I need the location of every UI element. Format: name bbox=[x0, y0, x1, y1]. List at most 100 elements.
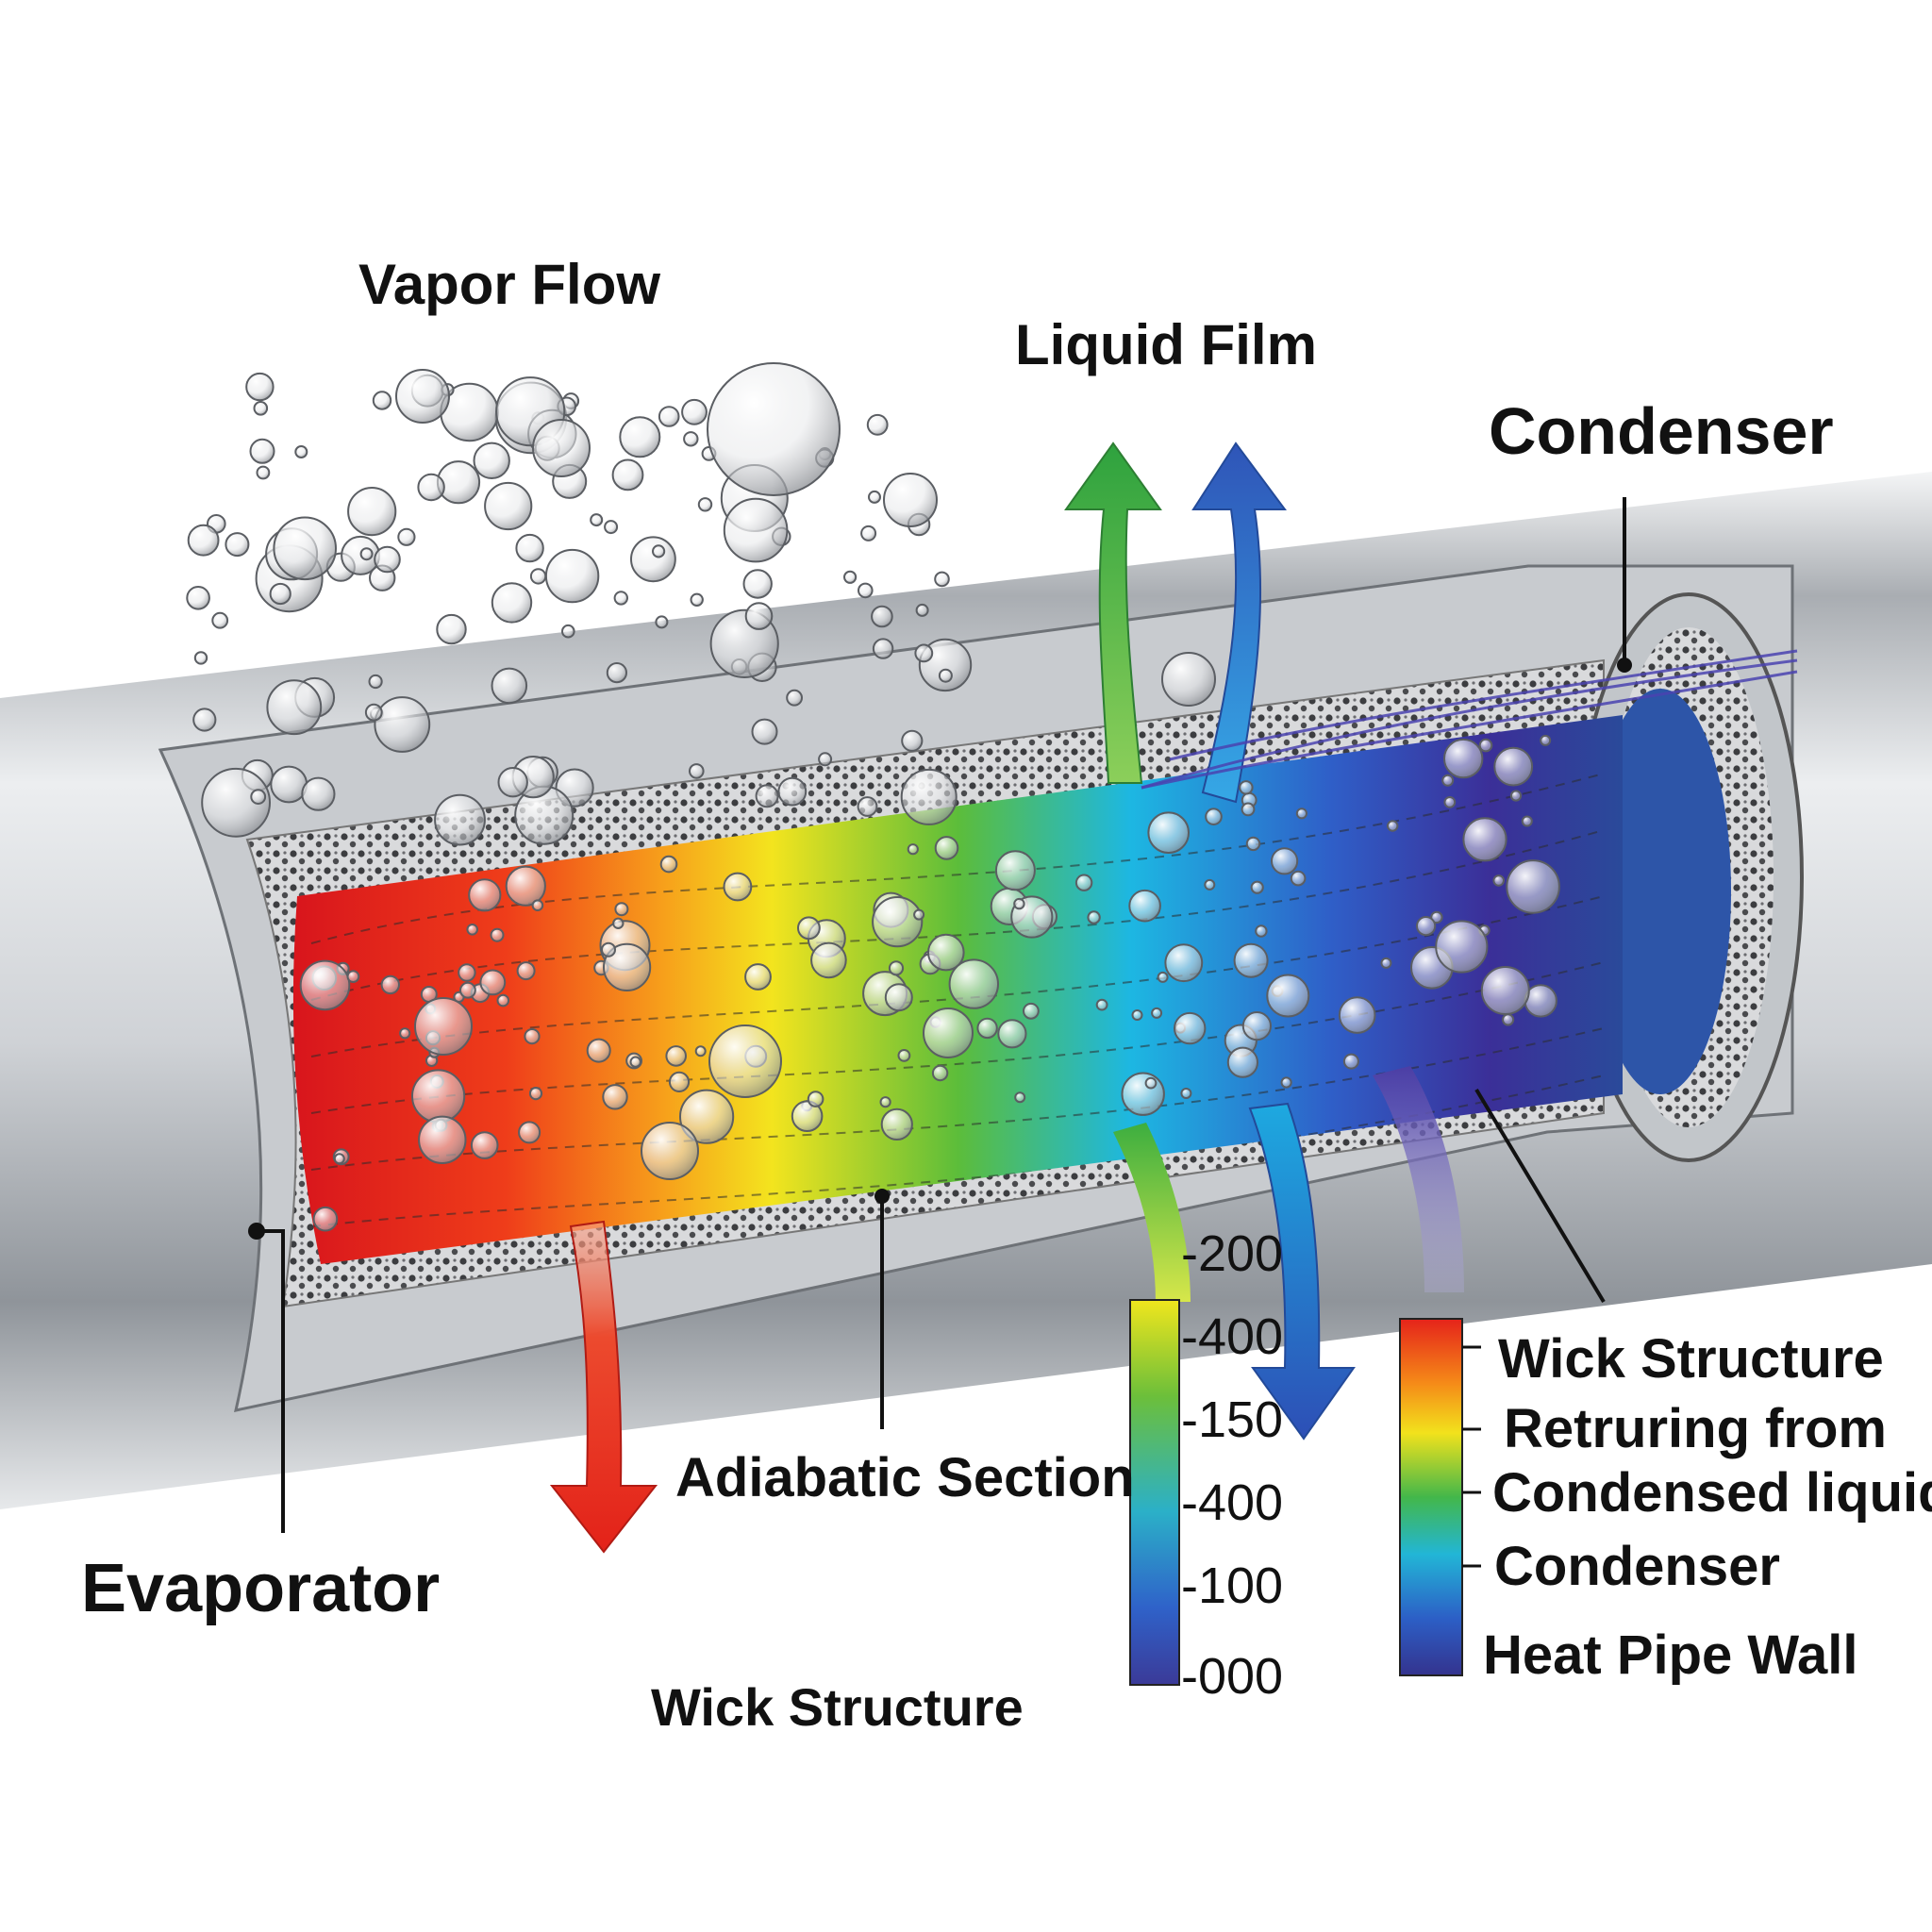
vapor-bubble bbox=[1290, 870, 1307, 887]
vapor-bubble bbox=[531, 899, 544, 912]
vapor-bubble bbox=[1245, 836, 1261, 852]
vapor-bubble bbox=[1295, 808, 1308, 820]
vapor-bubble bbox=[359, 547, 374, 561]
vapor-bubble bbox=[603, 942, 652, 992]
vapor-bubble bbox=[270, 765, 308, 804]
condenser-label: Condenser bbox=[1489, 394, 1834, 468]
scale-tick: -400 bbox=[1181, 1308, 1284, 1365]
vapor-bubble bbox=[528, 1087, 543, 1101]
vapor-bubble bbox=[1023, 1002, 1040, 1020]
vapor-bubble bbox=[414, 997, 473, 1056]
vapor-bubble bbox=[897, 1049, 911, 1062]
vapor-bubble bbox=[1121, 1072, 1165, 1116]
wick-leader bbox=[1474, 1088, 1606, 1304]
vapor-bubble bbox=[614, 902, 629, 917]
vapor-bubble bbox=[1205, 808, 1223, 826]
scale-tick: -200 bbox=[1181, 1225, 1284, 1282]
vapor-bubble bbox=[1241, 1011, 1273, 1041]
vapor-bubble bbox=[900, 768, 958, 825]
vapor-bubble bbox=[901, 729, 924, 752]
vapor-bubble bbox=[1144, 1076, 1158, 1090]
vapor-bubble bbox=[532, 419, 591, 477]
vapor-bubble bbox=[914, 643, 934, 663]
scale-tick: -400 bbox=[1181, 1474, 1284, 1531]
vapor-bubble bbox=[186, 586, 210, 610]
vapor-bubble bbox=[1521, 815, 1533, 827]
vapor-bubble bbox=[250, 789, 267, 805]
legend-item: Wick Structure bbox=[1498, 1328, 1884, 1390]
legend-item: Condenser bbox=[1494, 1536, 1780, 1597]
vapor-bubble bbox=[1443, 796, 1457, 808]
vapor-bubble bbox=[1131, 1009, 1143, 1021]
vapor-bubble bbox=[368, 674, 383, 690]
vapor-bubble bbox=[192, 708, 217, 732]
evaporator-arrow-red bbox=[549, 1220, 658, 1554]
vapor-bubble bbox=[1342, 1053, 1359, 1070]
vapor-bubble bbox=[880, 1108, 913, 1141]
vapor-bubble bbox=[915, 603, 929, 617]
vapor-bubble bbox=[1014, 1091, 1026, 1104]
liquid-film-arrow-green bbox=[1064, 441, 1162, 784]
vapor-bubble bbox=[931, 1064, 949, 1082]
vapor-bubble bbox=[1280, 1076, 1292, 1089]
vapor-bubble bbox=[879, 1096, 891, 1108]
vapor-bubble bbox=[468, 878, 502, 912]
vapor-bubble bbox=[866, 413, 889, 436]
vapor-bubble bbox=[434, 793, 486, 846]
vapor-bubble bbox=[1161, 652, 1216, 707]
vapor-bubble bbox=[923, 1008, 974, 1058]
vapor-bubble bbox=[544, 548, 600, 604]
vapor-bubble bbox=[1435, 920, 1489, 974]
vapor-bubble bbox=[346, 970, 360, 983]
return-arrow-blue bbox=[1248, 1102, 1356, 1441]
vapor-bubble bbox=[266, 679, 323, 736]
vapor-bubble bbox=[256, 465, 271, 480]
vapor-bubble bbox=[491, 667, 528, 705]
vapor-bubble bbox=[518, 1121, 541, 1144]
legend-color-bar bbox=[1399, 1318, 1463, 1676]
vapor-bubble bbox=[810, 941, 847, 979]
scale-tick: -000 bbox=[1181, 1648, 1284, 1705]
vapor-bubble bbox=[1443, 738, 1484, 779]
vapor-flow-label: Vapor Flow bbox=[358, 253, 661, 316]
vapor-bubble bbox=[187, 524, 220, 557]
vapor-bubble bbox=[751, 718, 778, 745]
vapor-bubble bbox=[1174, 1011, 1207, 1045]
vapor-bubble bbox=[1540, 734, 1552, 746]
vapor-bubble bbox=[1462, 817, 1507, 862]
vapor-bubble bbox=[1074, 874, 1093, 891]
vapor-bubble bbox=[619, 416, 661, 458]
vapor-bubble bbox=[417, 473, 445, 502]
vapor-bubble bbox=[872, 896, 924, 948]
vapor-bubble bbox=[860, 525, 877, 541]
liquid-film-label: Liquid Film bbox=[1015, 313, 1317, 376]
vapor-bubble bbox=[601, 941, 616, 958]
vapor-bubble bbox=[372, 391, 392, 410]
vapor-bubble bbox=[679, 1089, 735, 1144]
vapor-bubble bbox=[269, 582, 291, 606]
vapor-bubble bbox=[466, 924, 479, 936]
vapor-bubble bbox=[868, 490, 881, 504]
vapor-bubble bbox=[1226, 1046, 1259, 1078]
vapor-bubble bbox=[708, 1024, 782, 1098]
scale-tick: -150 bbox=[1181, 1391, 1284, 1448]
return-arrow-violet bbox=[1373, 1066, 1464, 1292]
vapor-bubble bbox=[694, 1045, 707, 1058]
vapor-bubble bbox=[479, 969, 507, 996]
vapor-bubble bbox=[1509, 790, 1523, 802]
temperature-scale-bar bbox=[1129, 1299, 1180, 1686]
vapor-bubble bbox=[211, 611, 229, 629]
vapor-bubble bbox=[948, 958, 1000, 1009]
vapor-bubble bbox=[299, 959, 351, 1011]
vapor-bubble bbox=[458, 963, 476, 982]
wick-structure-label: Wick Structure bbox=[651, 1677, 1024, 1737]
vapor-bubble bbox=[586, 1038, 611, 1063]
vapor-bubble bbox=[436, 613, 467, 645]
vapor-bubble bbox=[505, 865, 546, 907]
vapor-bubble bbox=[1180, 1088, 1192, 1099]
vapor-bubble bbox=[613, 591, 628, 606]
vapor-bubble bbox=[193, 651, 208, 665]
vapor-bubble bbox=[1013, 897, 1025, 910]
vapor-bubble bbox=[742, 569, 773, 599]
vapor-bubble bbox=[652, 544, 666, 558]
